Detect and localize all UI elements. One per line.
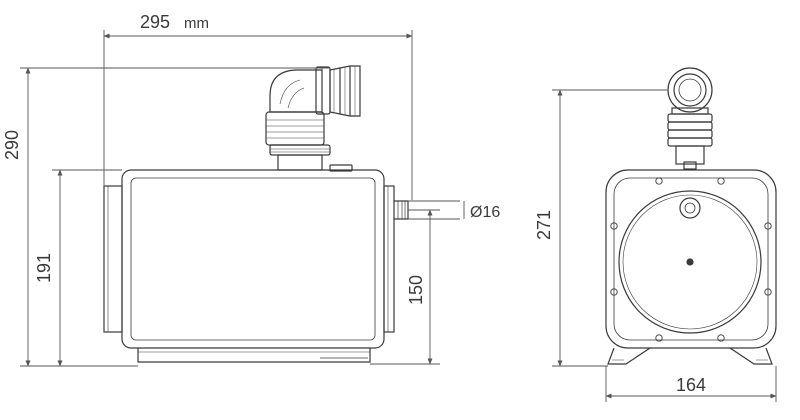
housing-bolts [610,177,772,342]
side-feet [607,347,773,365]
dim-label-side-width: 164 [676,375,706,395]
side-pipe [667,67,713,170]
front-dimensions [20,30,465,367]
side-housing [605,169,777,349]
front-view [103,65,409,363]
tank-body [103,164,395,363]
elbow-fitting [269,65,361,117]
dim-label-unit: mm [184,15,209,32]
dim-label-side-height: 271 [534,210,554,240]
dim-label-height-outlet: 150 [406,275,426,305]
vertical-pipe [265,111,331,171]
side-dimensions [552,89,777,402]
dim-label-height-tank: 191 [34,253,54,283]
dim-label-height-total: 290 [2,130,22,160]
side-view [605,67,777,365]
dim-label-outlet-diameter: Ø16 [470,204,500,221]
dim-label-width: 295 [140,12,170,32]
outlet-nozzle [394,200,409,220]
dimension-labels: 295 mm 290 191 150 Ø16 271 164 [2,12,706,395]
